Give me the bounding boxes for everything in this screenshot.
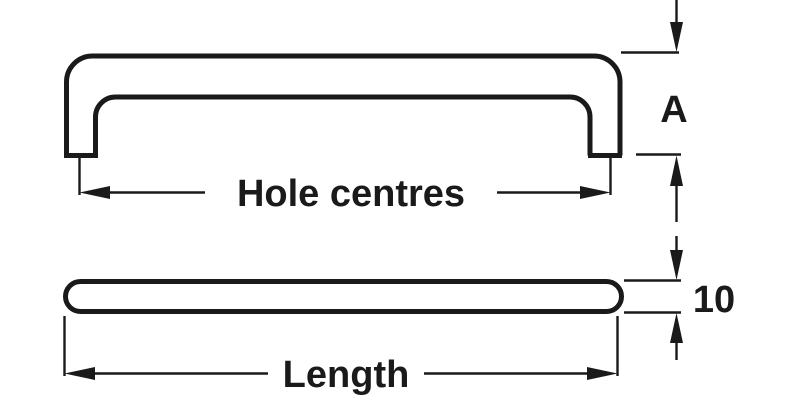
handle-outer-profile — [64, 53, 623, 156]
hole-centres-label: Hole centres — [237, 173, 465, 215]
thickness-arrow-top — [670, 250, 683, 280]
projection-arrow-top — [670, 22, 683, 52]
plan-view — [63, 279, 624, 314]
bar-thickness-label: 10 — [693, 279, 735, 321]
length-arrow-right — [587, 367, 618, 380]
handle-inner-profile — [93, 94, 593, 156]
hole-centres-arrow-right — [580, 186, 611, 199]
hole-centres-arrow-left — [79, 186, 110, 199]
side-elevation-view — [64, 53, 623, 158]
dimension-projection-a: A — [621, 0, 688, 222]
dimension-length: Length — [63, 316, 619, 396]
projection-arrow-bottom — [670, 155, 683, 186]
dimension-bar-thickness: 10 — [624, 236, 735, 360]
projection-label: A — [660, 89, 687, 131]
dimension-hole-centres: Hole centres — [78, 157, 612, 215]
length-label: Length — [283, 354, 410, 396]
length-arrow-left — [64, 367, 95, 380]
thickness-arrow-bottom — [670, 313, 683, 343]
handle-bar-outline — [63, 279, 624, 314]
